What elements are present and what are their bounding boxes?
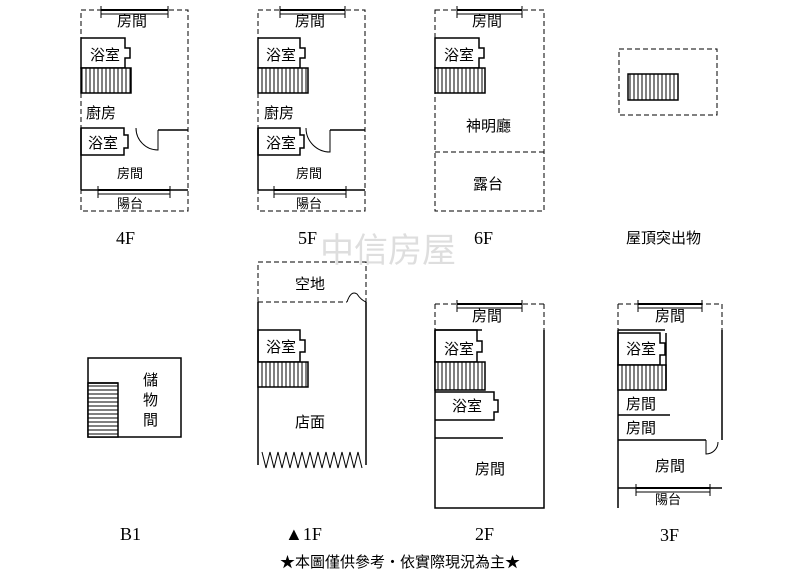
door-swing-icon [705,440,719,455]
room-label: 房間 [296,166,322,182]
window-icon [456,6,523,18]
door-swing-icon [135,127,159,151]
window-icon [97,186,171,198]
room-label: 間 [143,411,158,429]
room-label: 空地 [295,275,325,293]
room-label: 店面 [295,413,325,431]
window-icon [637,300,703,312]
plan-1f [257,261,367,469]
room-label: 浴室 [444,340,474,358]
stair-icon [87,382,119,438]
room-label: 房間 [472,307,502,325]
window-icon [279,6,346,18]
room-label: 房間 [655,307,685,325]
footer-note: ★本圖僅供參考・依實際現況為主★ [279,553,520,571]
floor-label: 3F [660,525,679,545]
door-swing-icon [305,127,331,153]
stair-icon [80,67,132,94]
window-icon [273,186,347,198]
floor-label: ▲1F [285,524,322,544]
room-label: 房間 [626,419,656,437]
floor-label: 4F [116,228,135,248]
window-icon [100,6,169,18]
room-label: 浴室 [444,46,474,64]
room-label: 神明廳 [466,117,511,135]
outline-dashed [80,9,189,212]
room-label: 陽台 [117,197,143,212]
stair-icon [257,361,309,388]
room-label: 房間 [117,12,147,30]
stair-icon [257,67,309,94]
plan-5f [257,6,366,212]
plan-2f [434,300,545,509]
room-label: 陽台 [296,197,322,212]
stair-icon [434,67,486,94]
floor-label: 2F [475,524,494,544]
room-label: 浴室 [266,134,296,152]
plan-6f [434,6,545,212]
room-label: 房間 [295,12,325,30]
room-label: 房間 [117,166,143,182]
plan-roof [618,48,718,116]
window-icon [456,300,523,312]
room-label: 陽台 [655,493,681,508]
room-label: 浴室 [626,340,656,358]
window-icon [635,484,711,496]
floor-label: 屋頂突出物 [626,229,701,247]
room-label: 浴室 [90,46,120,64]
floor-label: 5F [298,228,317,248]
stair-icon [627,73,679,101]
room-label: 浴室 [452,397,482,415]
plan-b1 [87,357,182,438]
plan-4f [80,6,189,212]
watermark-text: 中信房屋 [320,231,456,271]
room-label: 浴室 [88,134,118,152]
shutter-door-icon [261,451,363,469]
room-label: 儲 [143,371,158,389]
room-label: 浴室 [266,46,296,64]
floor-label: 6F [474,228,493,248]
room-label: 廚房 [86,104,116,122]
room-label: 物 [143,391,158,409]
room-label: 房間 [475,460,505,478]
stair-icon [434,361,486,391]
room-label: 房間 [472,12,502,30]
plan-3f [617,300,723,508]
room-label: 浴室 [266,338,296,356]
room-label: 房間 [655,457,685,475]
room-label: 廚房 [264,104,294,122]
room-label: 露台 [473,175,503,193]
floor-label: B1 [120,524,141,544]
stair-icon [617,364,667,391]
room-label: 房間 [626,395,656,413]
